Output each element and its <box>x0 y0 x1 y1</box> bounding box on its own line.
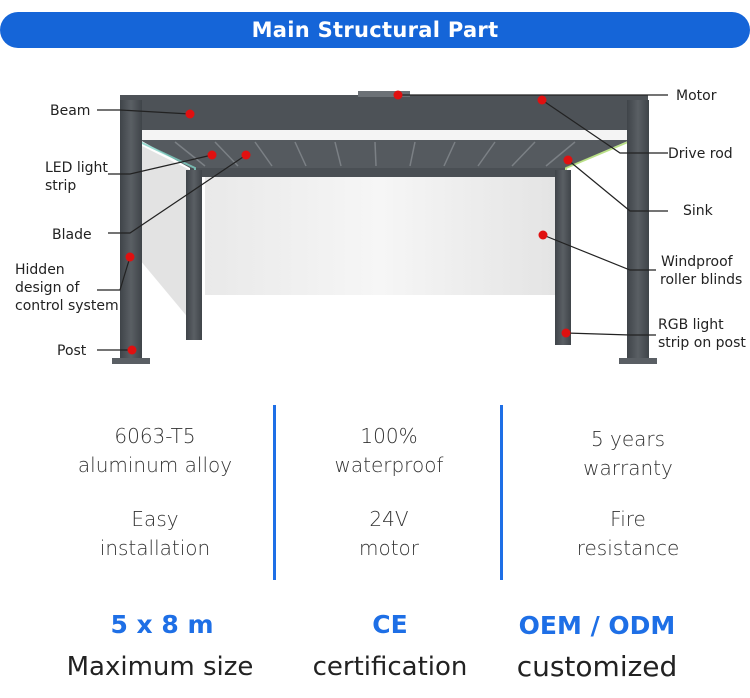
spec-fire-line-2: resistance <box>576 536 680 560</box>
label-sink: Sink <box>683 203 714 219</box>
highlight-oem-value: OEM / ODM <box>518 611 676 640</box>
spec-installation: Easy installation <box>40 505 270 563</box>
spec-material: 6063-T5 aluminum alloy <box>40 422 270 480</box>
column-divider-2 <box>500 405 503 580</box>
marker-drive-rod <box>537 95 547 105</box>
spec-waterproof-line-2: waterproof <box>334 453 444 477</box>
highlight-size-value: 5 x 8 m <box>110 610 214 639</box>
rear-post-right <box>555 170 571 345</box>
callout-markers <box>125 90 573 355</box>
page-title: Main Structural Part <box>251 18 499 42</box>
label-hidden-line-3: control system <box>15 298 119 314</box>
motor-housing <box>358 91 410 97</box>
label-rgb-line-1: RGB light <box>658 317 724 333</box>
label-blinds-line-1: Windproof <box>661 254 734 270</box>
spec-motor-line-2: motor <box>358 536 420 560</box>
label-post: Post <box>57 343 87 359</box>
marker-beam <box>185 109 195 119</box>
post-foot-right <box>619 358 657 364</box>
marker-sink <box>563 155 573 165</box>
label-beam: Beam <box>50 103 90 119</box>
label-hidden-line-2: design of <box>15 280 80 296</box>
label-hidden-line-1: Hidden <box>15 262 65 278</box>
label-blinds-line-2: roller blinds <box>660 272 742 288</box>
label-rgb-line-2: strip on post <box>658 335 746 351</box>
side-blind <box>140 145 190 320</box>
highlight-ce-caption: certification <box>312 652 468 682</box>
label-led-line-2: strip <box>45 178 76 194</box>
label-led-line-1: LED light <box>45 160 108 176</box>
marker-motor <box>393 90 403 100</box>
rear-post-left <box>186 170 202 340</box>
blade-lines <box>174 141 576 167</box>
spec-fire-line-1: Fire <box>610 507 646 531</box>
marker-led-strip <box>207 150 217 160</box>
front-post-right <box>627 100 649 362</box>
spec-waterproof: 100% waterproof <box>274 422 504 480</box>
label-blade: Blade <box>52 227 92 243</box>
label-led-light-strip: LED light strip <box>45 160 112 194</box>
highlight-size-caption: Maximum size <box>66 652 254 682</box>
spec-material-line-1: 6063-T5 <box>114 424 196 448</box>
marker-blinds <box>538 230 548 240</box>
marker-post <box>127 345 137 355</box>
header-bar: Main Structural Part <box>0 12 750 48</box>
roof-blades <box>140 140 630 168</box>
label-windproof-blinds: Windproof roller blinds <box>660 254 742 288</box>
spec-warranty-line-2: warranty <box>583 456 673 480</box>
spec-waterproof-line-1: 100% <box>360 424 418 448</box>
back-panel <box>205 175 555 295</box>
spec-motor-line-1: 24V <box>369 507 409 531</box>
spec-fire: Fire resistance <box>513 505 743 563</box>
leader-lines <box>97 94 668 351</box>
marker-rgb-strip <box>561 328 571 338</box>
highlight-ce-value: CE <box>372 610 408 639</box>
label-hidden-control: Hidden design of control system <box>15 262 119 314</box>
front-post-left <box>120 100 142 362</box>
spec-material-line-2: aluminum alloy <box>77 453 233 477</box>
post-foot-left <box>112 358 150 364</box>
marker-blade <box>241 150 251 160</box>
spec-warranty-line-1: 5 years <box>590 427 666 451</box>
label-motor: Motor <box>676 88 717 104</box>
spec-installation-line-1: Easy <box>131 507 179 531</box>
column-divider-1 <box>273 405 276 580</box>
spec-warranty: 5 years warranty <box>513 425 743 483</box>
highlight-oem-caption: customized <box>516 650 678 683</box>
label-drive-rod: Drive rod <box>668 146 733 162</box>
spec-motor: 24V motor <box>274 505 504 563</box>
marker-control-system <box>125 252 135 262</box>
pergola-diagram: Beam LED light strip Blade Hidden design… <box>15 88 746 364</box>
led-strip-right <box>565 141 629 330</box>
spec-installation-line-2: installation <box>99 536 211 560</box>
label-rgb-strip: RGB light strip on post <box>658 317 746 351</box>
front-beam-highlight <box>140 130 628 140</box>
